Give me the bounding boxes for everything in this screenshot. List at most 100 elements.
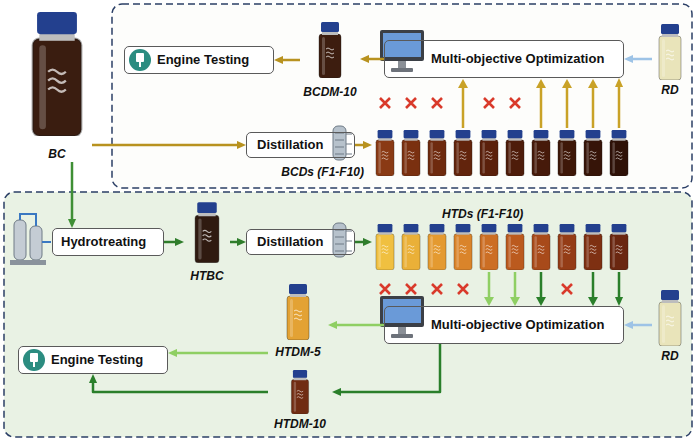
select-arrow-head: [588, 297, 598, 306]
flow-arrow: [355, 241, 367, 244]
box-fill: [124, 46, 274, 74]
box-label: Distillation: [257, 234, 323, 250]
fraction-vial-picture: [506, 130, 524, 176]
fraction-vials: BCDs (F1-F10): [372, 128, 632, 178]
flow-arrow: [629, 58, 652, 61]
flow-arrow: [333, 324, 384, 327]
flow-arrow: [355, 144, 367, 147]
engine-piston: [30, 353, 38, 362]
vial-label: HTDs (F1-F10): [442, 206, 523, 222]
vial-label: BCDM-10: [303, 84, 356, 100]
select-arrow: [488, 272, 491, 297]
fraction-vial-picture: [584, 130, 602, 176]
select-arrow-head: [484, 297, 494, 306]
fraction-vial-picture: [480, 224, 498, 270]
monitor-base: [391, 68, 413, 72]
column-trays: [335, 230, 352, 251]
fraction-vial-picture: [376, 224, 394, 270]
reject-mark: [510, 98, 520, 108]
feedstock-vial-picture: [33, 12, 82, 136]
distillation-box: Distillation: [246, 229, 355, 255]
select-arrow: [566, 88, 569, 128]
reject-mark: [562, 284, 572, 294]
flow-arrow: [629, 324, 652, 327]
fraction-vial-picture: [428, 130, 446, 176]
engine-rod: [33, 362, 35, 367]
vial-label: RD: [661, 82, 678, 98]
hydrotreating-box: Hydrotreating: [52, 228, 164, 256]
select-arrow: [540, 88, 543, 128]
vial-label: HTBC: [190, 268, 223, 284]
engine-icon: [23, 349, 45, 371]
box-label: Engine Testing: [157, 52, 249, 68]
fraction-vial-picture: [454, 224, 472, 270]
engine-test-box: Engine Testing: [18, 346, 168, 374]
fraction-vial-picture: [584, 224, 602, 270]
reactor-base: [10, 260, 46, 265]
vial-label: RD: [661, 348, 678, 364]
reference-vial: RD: [652, 22, 688, 98]
fraction-vial-picture: [480, 130, 498, 176]
product-vial-picture: [319, 22, 341, 78]
fraction-vial-picture: [506, 224, 524, 270]
reject-mark: [484, 98, 494, 108]
box-label: Distillation: [257, 137, 323, 153]
reactor-icon: [14, 220, 26, 260]
reject-mark: [380, 284, 390, 294]
reference-vial-picture: [659, 24, 681, 80]
flow-arrow: [92, 144, 241, 147]
select-arrow: [592, 88, 595, 128]
flow-arrow: [71, 162, 74, 223]
box-fill: [18, 346, 168, 374]
reject-mark: [458, 284, 468, 294]
reject-mark: [432, 98, 442, 108]
reject-mark: [406, 98, 416, 108]
select-arrow-head: [536, 79, 546, 88]
fraction-vial-picture: [428, 224, 446, 270]
select-arrow-head: [536, 297, 546, 306]
monitor-frame: [380, 30, 424, 61]
monitor-screen: [383, 299, 421, 323]
box-label: Engine Testing: [51, 352, 143, 368]
flow-arrow: [164, 241, 179, 244]
fraction-vial-picture: [532, 130, 550, 176]
vial-label: BC: [48, 146, 65, 162]
top-panel: [112, 4, 692, 188]
monitor-stand: [398, 61, 406, 68]
monitor-base: [391, 334, 413, 338]
fraction-vial-picture: [610, 224, 628, 270]
optimization-box: Multi-objective Optimization: [384, 40, 624, 78]
flow-arrow: [618, 272, 621, 301]
select-arrow-head: [510, 297, 520, 306]
distillation-box: Distillation: [246, 132, 355, 158]
fraction-vial-picture: [376, 130, 394, 176]
flow-arrow: [230, 241, 241, 244]
engine-rod: [139, 62, 141, 67]
engine-piston: [136, 53, 144, 62]
reactor-pipe: [20, 214, 51, 242]
flow-arrow: [337, 344, 440, 392]
product-vial-picture: [291, 370, 308, 414]
fraction-vial-picture: [532, 224, 550, 270]
flow-arrow: [279, 59, 300, 62]
flow-arrow: [618, 83, 621, 128]
reactor-icon: [30, 226, 42, 260]
box-label: Multi-objective Optimization: [431, 317, 604, 333]
fraction-vial-picture: [402, 130, 420, 176]
select-arrow: [514, 272, 517, 297]
fraction-vial-picture: [402, 224, 420, 270]
select-arrow: [592, 272, 595, 297]
flow-arrow: [173, 352, 268, 355]
fraction-vial-picture: [454, 130, 472, 176]
monitor-screen: [383, 33, 421, 57]
monitor-stand: [398, 327, 406, 334]
select-arrow: [462, 88, 465, 128]
fraction-vials: HTDs (F1-F10): [372, 222, 632, 272]
vial-label: HTDM-5: [275, 344, 320, 360]
fraction-vial-picture: [558, 130, 576, 176]
flow-arrow: [93, 379, 268, 392]
